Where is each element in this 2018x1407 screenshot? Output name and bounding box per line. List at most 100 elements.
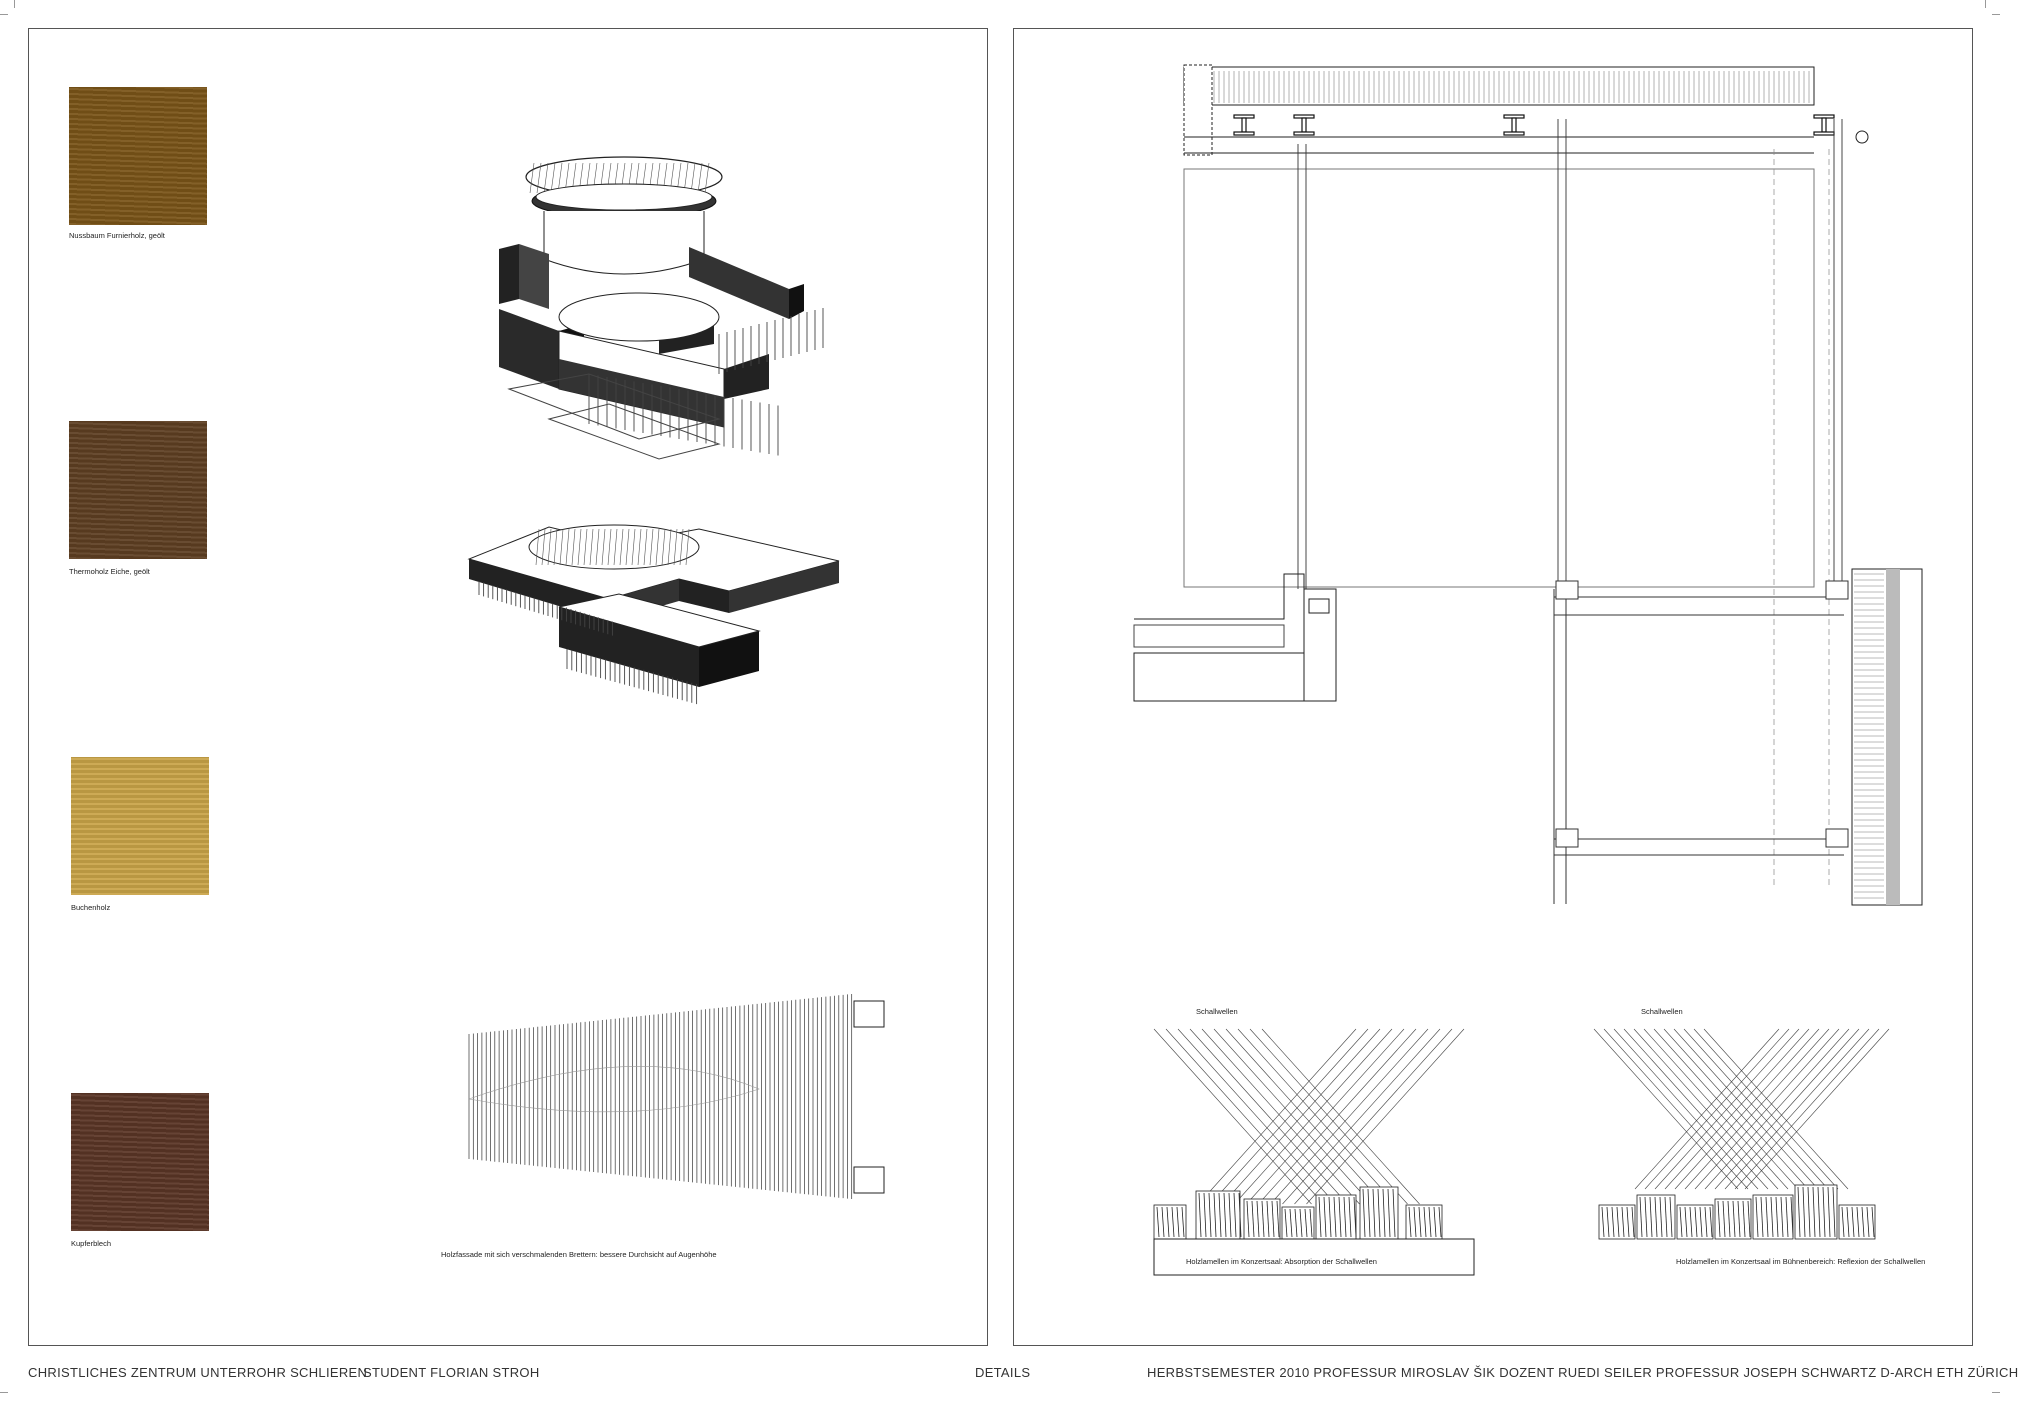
wood-grain xyxy=(1323,1196,1327,1238)
wood-grain xyxy=(1223,1192,1227,1238)
beam-web xyxy=(1301,117,1307,133)
wood-grain xyxy=(1233,1192,1237,1238)
wood-grain xyxy=(1309,1208,1313,1238)
wood-grain xyxy=(1722,1200,1726,1238)
material-label: Thermoholz Eiche, geölt xyxy=(69,567,150,576)
roof-slat xyxy=(649,528,654,566)
wood-grain xyxy=(1276,1200,1280,1238)
sound-wave xyxy=(1643,1028,1789,1190)
wood-grain xyxy=(1861,1206,1865,1238)
right-sheet: Schallwellen Holzlamellen im Konzertsaal… xyxy=(1013,28,1973,1346)
wood-grain xyxy=(1644,1196,1648,1238)
roof-slat xyxy=(543,162,549,194)
sound-wave xyxy=(1634,1028,1780,1190)
wood-grain xyxy=(1841,1206,1845,1238)
sound-wave xyxy=(1684,1028,1830,1190)
roof-slat xyxy=(661,528,666,566)
wood-grain xyxy=(1328,1196,1332,1238)
roof-slat xyxy=(547,528,552,566)
roof-slat xyxy=(607,528,612,566)
sound-wave xyxy=(1189,1028,1348,1205)
sound-wave xyxy=(1654,1028,1800,1190)
roof-slat xyxy=(550,162,556,194)
wood-grain xyxy=(1289,1208,1293,1238)
wood-grain xyxy=(1418,1206,1422,1238)
wood-grain xyxy=(1353,1196,1357,1238)
roof-slat xyxy=(690,162,696,194)
construction-section-drawing xyxy=(1133,64,1923,906)
wood-grain xyxy=(1785,1196,1789,1238)
sound-wave xyxy=(1225,1028,1384,1205)
sound-wave xyxy=(1237,1028,1396,1205)
wood-grain xyxy=(1348,1196,1352,1238)
beam-flange xyxy=(1503,131,1525,136)
material-label: Nussbaum Furnierholz, geölt xyxy=(69,231,165,240)
beam-flange xyxy=(1293,131,1315,136)
beam-web xyxy=(1821,117,1827,133)
sheet-title: DETAILS xyxy=(975,1365,1031,1380)
wood-grain xyxy=(1871,1206,1875,1238)
wood-lamella xyxy=(1281,1206,1315,1240)
sound-wave xyxy=(1683,1028,1829,1190)
material-label: Kupferblech xyxy=(71,1239,112,1248)
wood-grain xyxy=(1626,1206,1630,1238)
wood-grain xyxy=(1156,1206,1160,1238)
wood-grain xyxy=(1256,1200,1260,1238)
facade-louvre-drawing xyxy=(468,993,885,1200)
wood-grain xyxy=(1203,1192,1207,1238)
sound-wave xyxy=(1633,1028,1779,1190)
roof-slat xyxy=(637,528,642,566)
sound-wave xyxy=(1593,1028,1739,1190)
roof-slat xyxy=(529,162,535,194)
wave-label: Schallwellen xyxy=(1641,1007,1683,1016)
sound-wave xyxy=(1623,1028,1769,1190)
roof-slat xyxy=(625,528,630,566)
material-swatch-thermo-oak xyxy=(69,421,207,559)
wood-grain xyxy=(1299,1208,1303,1238)
wood-grain xyxy=(1367,1188,1371,1238)
sound-wave xyxy=(1234,1028,1393,1205)
roof-slat xyxy=(601,528,606,566)
wood-grain xyxy=(1866,1206,1870,1238)
wood-grain xyxy=(1790,1196,1794,1238)
wave-label: Schallwellen xyxy=(1196,1007,1238,1016)
beam-web xyxy=(1511,117,1517,133)
roof-slat xyxy=(565,528,570,566)
wood-grain xyxy=(1362,1188,1366,1238)
wood-grain xyxy=(1213,1192,1217,1238)
wood-grain xyxy=(1770,1196,1774,1238)
wood-grain xyxy=(1284,1208,1288,1238)
wood-grain xyxy=(1338,1196,1342,1238)
axonometric-assembled-drawing xyxy=(467,524,840,705)
wood-grain xyxy=(1704,1206,1708,1238)
wood-grain xyxy=(1423,1206,1427,1238)
sound-wave xyxy=(1644,1028,1790,1190)
facade-caption: Holzfassade mit sich verschmalenden Bret… xyxy=(441,1250,717,1259)
roof-slat xyxy=(577,528,582,566)
wood-grain xyxy=(1631,1206,1635,1238)
wood-grain xyxy=(1438,1206,1442,1238)
wood-grain xyxy=(1621,1206,1625,1238)
sound-wave xyxy=(1246,1028,1405,1205)
roof-slat xyxy=(673,528,678,566)
wood-grain xyxy=(1817,1186,1821,1238)
wood-grain xyxy=(1372,1188,1376,1238)
roof-slat xyxy=(553,528,558,566)
wood-grain xyxy=(1387,1188,1391,1238)
sound-wave xyxy=(1664,1028,1810,1190)
acoustic-reflection-diagram xyxy=(1593,1028,1890,1240)
absorption-caption: Holzlamellen im Konzertsaal: Absorption … xyxy=(1186,1257,1377,1266)
crop-mark xyxy=(1992,14,2000,15)
student-name: STUDENT FLORIAN STROH xyxy=(363,1365,540,1380)
wood-grain xyxy=(1699,1206,1703,1238)
wood-grain xyxy=(1218,1192,1222,1238)
sound-wave xyxy=(1213,1028,1372,1205)
wood-grain xyxy=(1266,1200,1270,1238)
wood-grain xyxy=(1846,1206,1850,1238)
wood-grain xyxy=(1161,1206,1165,1238)
sound-wave xyxy=(1603,1028,1749,1190)
beam-web xyxy=(1241,117,1247,133)
wood-grain xyxy=(1318,1196,1322,1238)
sound-wave xyxy=(1294,1028,1453,1205)
acoustic-absorption-diagram xyxy=(1153,1028,1475,1276)
